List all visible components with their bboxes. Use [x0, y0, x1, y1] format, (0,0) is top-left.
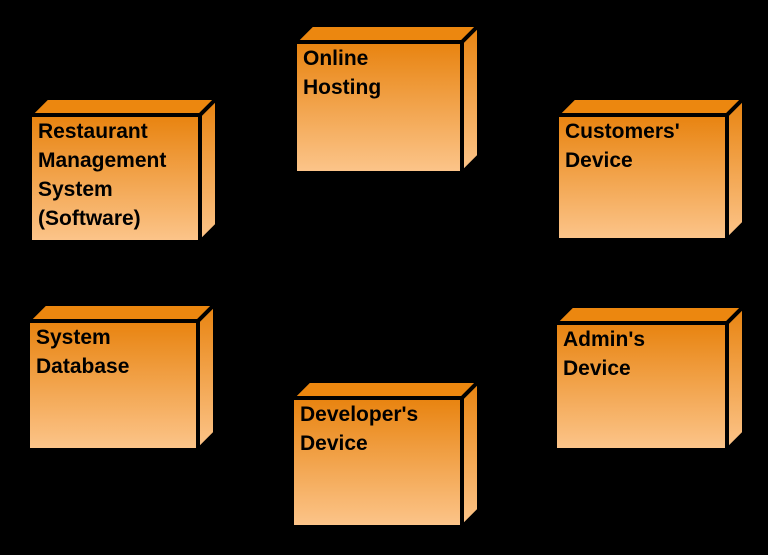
node-front-face	[28, 113, 202, 244]
node-shape-online-hosting	[293, 23, 481, 175]
node-top-face	[293, 23, 481, 44]
node-shape-customers-device	[555, 96, 746, 242]
node-side-face	[725, 96, 746, 242]
node-shape-restaurant-management-system	[28, 96, 219, 244]
node-front-face	[555, 113, 729, 242]
node-top-face	[26, 302, 217, 323]
node-front-face	[293, 40, 464, 175]
node-front-face	[290, 396, 464, 529]
node-shape-developers-device	[290, 379, 481, 529]
node-shape-system-database	[26, 302, 217, 452]
node-top-face	[553, 304, 746, 325]
node-side-face	[196, 302, 217, 452]
node-side-face	[460, 23, 481, 175]
node-front-face	[553, 321, 729, 452]
node-side-face	[460, 379, 481, 529]
node-shape-admins-device	[553, 304, 746, 452]
node-front-face	[26, 319, 200, 452]
node-side-face	[725, 304, 746, 452]
node-top-face	[555, 96, 746, 117]
node-top-face	[290, 379, 481, 400]
node-side-face	[198, 96, 219, 244]
node-top-face	[28, 96, 219, 117]
